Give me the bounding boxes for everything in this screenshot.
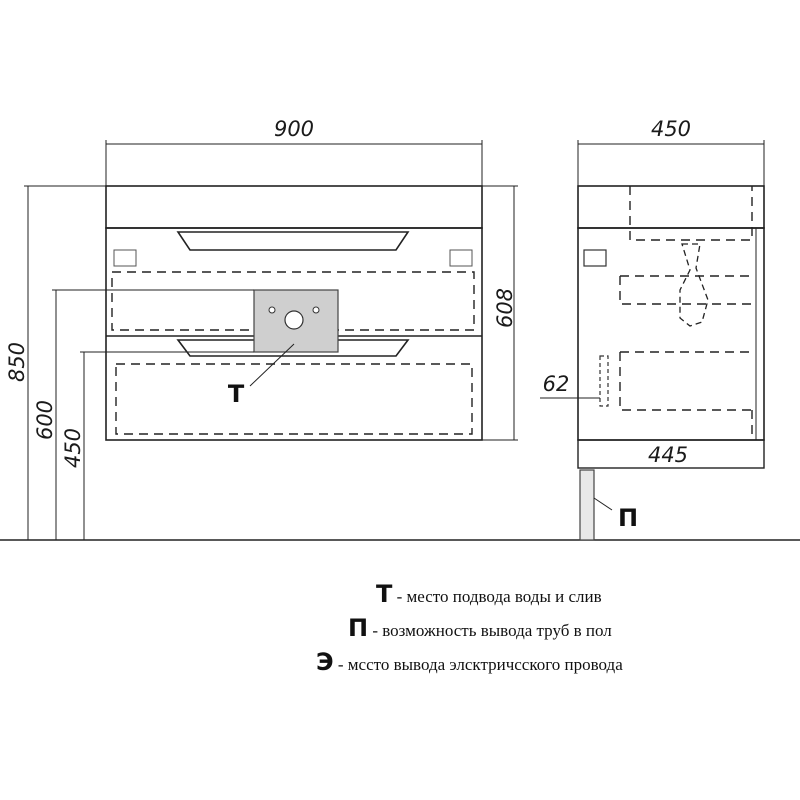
- legend-symbol-floor: П: [348, 614, 368, 642]
- side-upper-drawer-dashed: [619, 275, 752, 305]
- depth-bottom-label: 445: [648, 443, 688, 467]
- lower-drawer-dashed: [115, 363, 473, 435]
- water-leader-line: [249, 343, 295, 387]
- height-450-label: 450: [61, 428, 85, 468]
- right-hinge-mark: [449, 249, 473, 267]
- legend-item-water: Т - место подвода воды и слив: [376, 580, 602, 608]
- floor-marker-label: П: [618, 504, 638, 532]
- total-height-label: 850: [5, 342, 29, 382]
- floor-pipe: [579, 469, 595, 541]
- side-basin-top: [577, 185, 765, 229]
- socket-marker: [599, 355, 609, 407]
- legend-symbol-water: Т: [376, 580, 393, 608]
- basin-top: [105, 185, 483, 229]
- legend-text-water: - место подвода воды и слив: [392, 587, 601, 606]
- upper-handle: [176, 231, 410, 251]
- left-hinge-mark: [113, 249, 137, 267]
- cabinet-body: [105, 227, 483, 441]
- width-dimension-label: 900: [274, 117, 314, 141]
- siphon-dashed: [679, 243, 709, 327]
- height-dimensions: 850 600 450: [5, 185, 254, 540]
- depth-top-label: 450: [651, 117, 691, 141]
- legend-item-floor: П - возможность вывода труб в пол: [348, 614, 612, 642]
- legend-text-floor: - возможность вывода труб в пол: [368, 621, 612, 640]
- legend-item-electric: Э - мсcто вывода элсктричсского провода: [316, 648, 623, 676]
- cabinet-height-label: 608: [493, 288, 517, 328]
- legend-text-electric: - мсcто вывода элсктричсского провода: [334, 655, 624, 674]
- side-plinth: [577, 439, 765, 469]
- wall-bracket-icon: [583, 249, 607, 267]
- side-view: 450 62 445 П: [540, 117, 765, 541]
- legend-symbol-electric: Э: [316, 648, 334, 676]
- height-600-label: 600: [33, 400, 57, 440]
- water-marker-label: Т: [228, 380, 245, 408]
- legend: Т - место подвода воды и слив П - возмож…: [316, 580, 623, 676]
- basin-bowl-dashed: [629, 186, 753, 241]
- offset-62-label: 62: [543, 372, 570, 396]
- side-lower-drawer-dashed: [619, 351, 752, 411]
- drain-circle: [284, 310, 304, 330]
- floor-leader-line: [593, 497, 613, 511]
- front-view: 900 Т 608: [105, 117, 518, 441]
